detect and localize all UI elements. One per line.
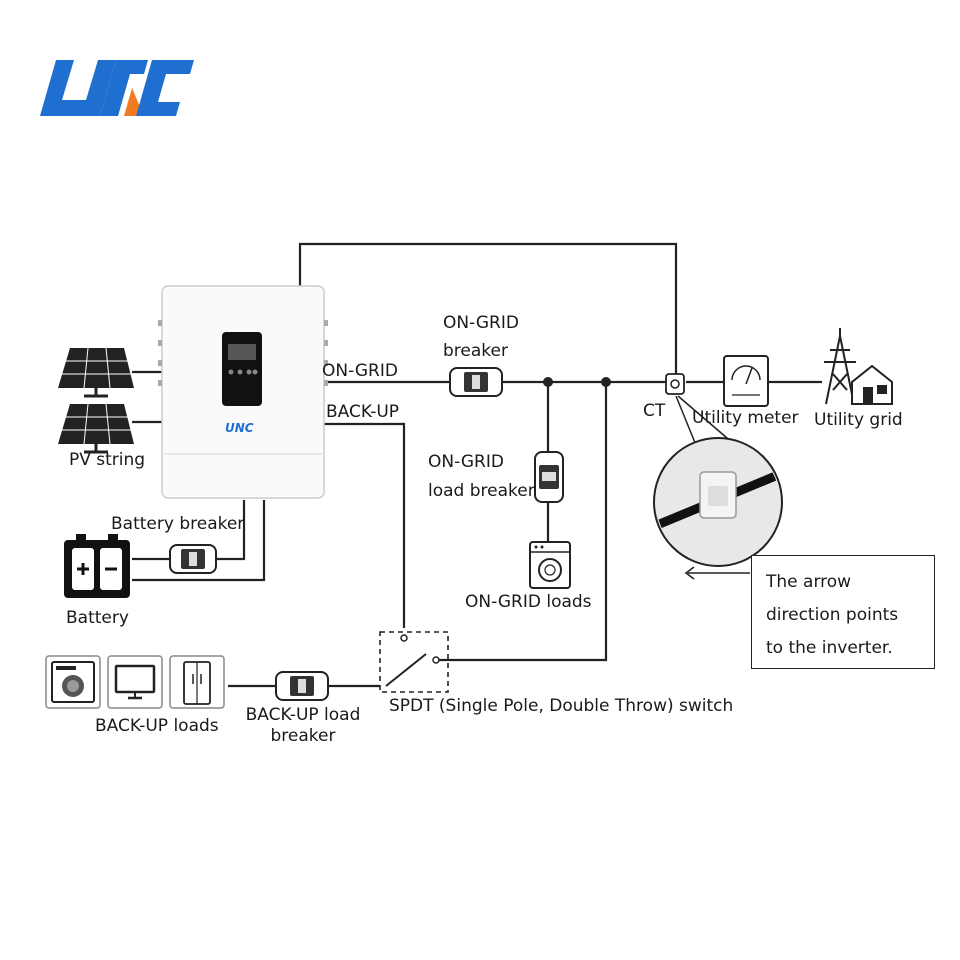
back-up-load-breaker-label-1: BACK-UP load — [245, 705, 361, 725]
battery-breaker — [169, 544, 217, 574]
logo-letter-u — [40, 60, 116, 116]
spdt-switch-label: SPDT (Single Pole, Double Throw) switch — [389, 696, 734, 716]
battery-wire-pos — [214, 500, 246, 561]
spdt-contact-top — [400, 634, 408, 642]
spdt-grid-wire — [436, 382, 608, 662]
on-grid-breaker-label-1: ON-GRID — [443, 313, 519, 333]
ct-signal-wire — [298, 242, 678, 378]
utility-grid-icon — [824, 328, 893, 405]
inverter-icon — [158, 285, 328, 499]
battery-breaker-label: Battery breaker — [111, 514, 245, 534]
on-grid-breaker-label-2: breaker — [443, 341, 508, 361]
utility-meter-label: Utility meter — [692, 408, 799, 428]
on-grid-load-breaker — [534, 451, 564, 503]
solar-panel-icon — [58, 403, 134, 454]
tv-icon — [107, 655, 163, 709]
pv-string-label: PV string — [69, 450, 146, 470]
ct-direction-note: The arrow direction points to the invert… — [751, 555, 935, 669]
back-up-load-breaker — [275, 671, 329, 701]
on-grid-breaker — [449, 367, 503, 397]
on-grid-loads-label: ON-GRID loads — [465, 592, 592, 612]
utility-grid-label: Utility grid — [814, 410, 903, 430]
washing-machine-icon — [529, 541, 571, 589]
spdt-arm — [385, 653, 427, 687]
ct-label: CT — [643, 401, 666, 421]
logo-letter-n — [100, 60, 148, 116]
note-line: to the inverter. — [766, 638, 893, 658]
on-grid-load-breaker-label-2: load breaker — [428, 481, 535, 501]
on-grid-load-breaker-label-1: ON-GRID — [428, 452, 504, 472]
battery-icon — [64, 534, 130, 598]
ct-clamp — [665, 373, 685, 395]
fridge-icon — [169, 655, 225, 709]
direction-arrow — [684, 566, 750, 580]
inverter-brand: UNC — [225, 421, 254, 435]
back-up-wire — [320, 422, 406, 628]
on-grid-line-label: ON-GRID — [322, 361, 398, 381]
solar-panel-icon — [58, 347, 134, 398]
junction-dot — [601, 377, 611, 387]
logo-letter-c — [136, 60, 194, 116]
back-up-washer-icon — [45, 655, 101, 709]
back-up-loads-label: BACK-UP loads — [95, 716, 219, 736]
ct-zoom-inset — [653, 395, 783, 567]
wires — [132, 242, 822, 688]
back-up-line-label: BACK-UP — [326, 402, 400, 422]
spdt-switch — [379, 631, 449, 693]
back-up-load-breaker-label-2: breaker — [270, 726, 336, 746]
note-line: The arrow — [766, 572, 852, 592]
battery-label: Battery — [66, 608, 129, 628]
note-line: direction points — [766, 605, 899, 625]
battery-wire-neg — [132, 500, 266, 582]
utility-meter-icon — [723, 355, 769, 407]
brand-logo — [40, 60, 194, 116]
junction-dot — [543, 377, 553, 387]
spdt-contact-right — [432, 656, 440, 664]
